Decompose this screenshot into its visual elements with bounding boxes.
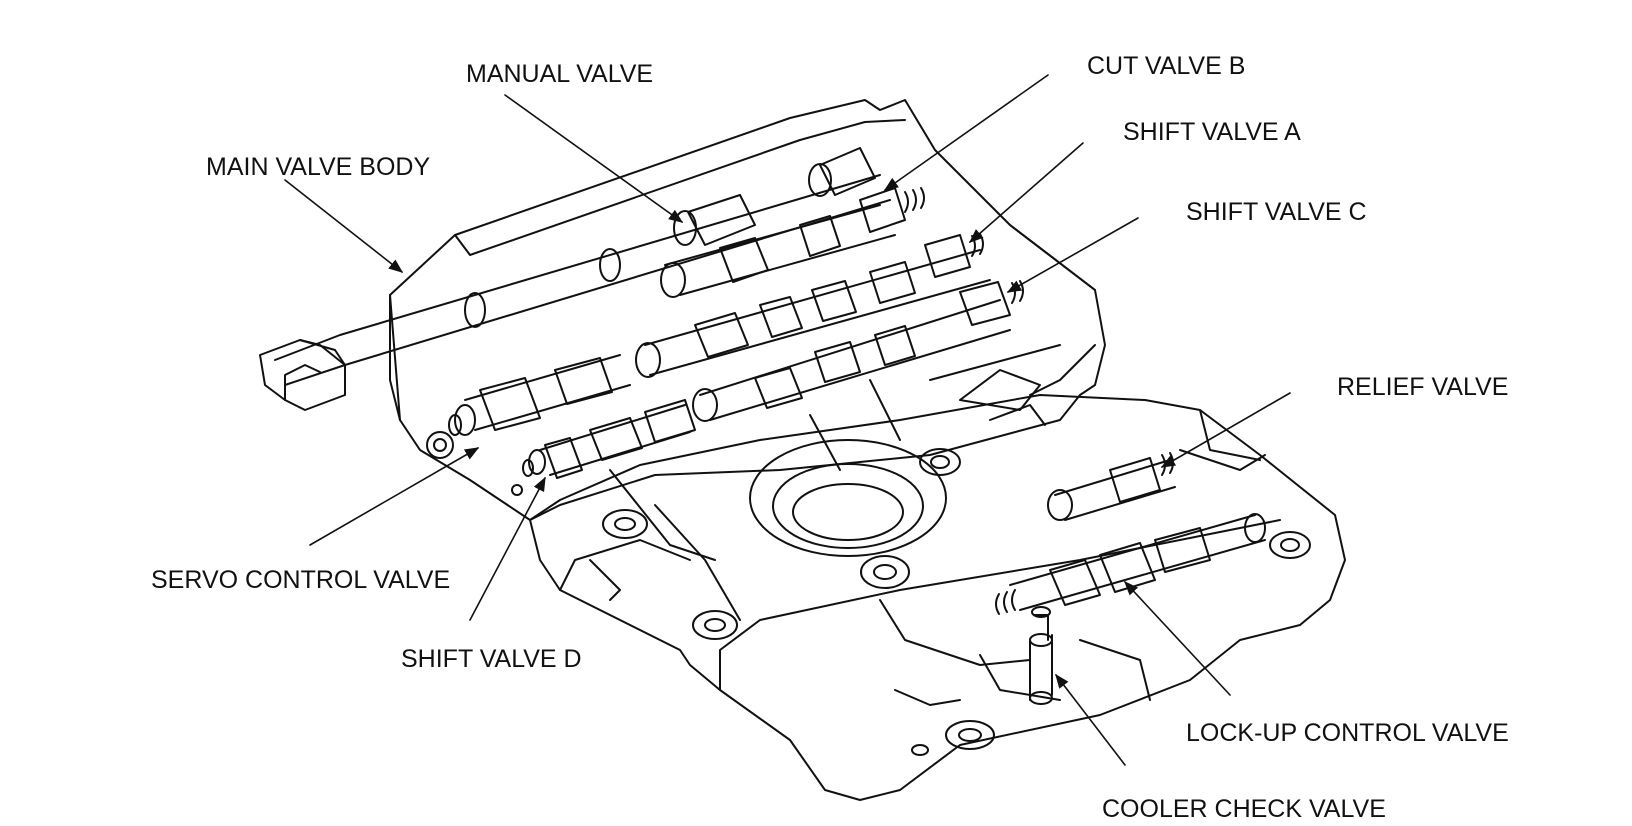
leader-main-valve-body xyxy=(284,179,404,273)
lower-valve-body-casting xyxy=(529,394,1346,801)
label-shift-valve-a: SHIFT VALVE A xyxy=(1123,118,1301,146)
leader-shift-valve-d xyxy=(469,476,546,621)
leader-lock-up-control-valve xyxy=(1124,580,1231,696)
leader-shift-valve-c xyxy=(1006,217,1139,293)
label-shift-valve-c: SHIFT VALVE C xyxy=(1186,198,1367,226)
label-manual-valve: MANUAL VALVE xyxy=(466,60,654,88)
leader-cut-valve-b xyxy=(883,74,1049,191)
leader-manual-valve xyxy=(504,94,684,223)
leader-servo-control-valve xyxy=(309,447,480,546)
label-shift-valve-d: SHIFT VALVE D xyxy=(401,645,582,673)
leader-shift-valve-a xyxy=(968,142,1084,243)
label-main-valve-body: MAIN VALVE BODY xyxy=(206,153,431,181)
cut-valve-b xyxy=(660,187,925,298)
label-cooler-check-valve: COOLER CHECK VALVE xyxy=(1102,795,1386,823)
shift-valve-d xyxy=(522,399,696,479)
cooler-check-valve xyxy=(1029,606,1053,705)
label-relief-valve: RELIEF VALVE xyxy=(1337,373,1509,401)
leader-cooler-check-valve xyxy=(1055,673,1126,766)
relief-valve xyxy=(1047,452,1176,521)
label-servo-control-valve: SERVO CONTROL VALVE xyxy=(151,566,451,594)
lock-up-control-valve xyxy=(995,513,1266,615)
shift-valve-c xyxy=(692,280,1024,422)
manual-valve xyxy=(259,147,891,411)
label-lock-up-control-valve: LOCK-UP CONTROL VALVE xyxy=(1186,719,1509,747)
servo-control-valve xyxy=(448,354,631,436)
leader-lines xyxy=(284,74,1291,766)
shift-valve-a xyxy=(635,233,991,378)
main-valve-body-casting xyxy=(389,99,1106,521)
leader-relief-valve xyxy=(1160,392,1291,468)
label-cut-valve-b: CUT VALVE B xyxy=(1087,52,1246,80)
